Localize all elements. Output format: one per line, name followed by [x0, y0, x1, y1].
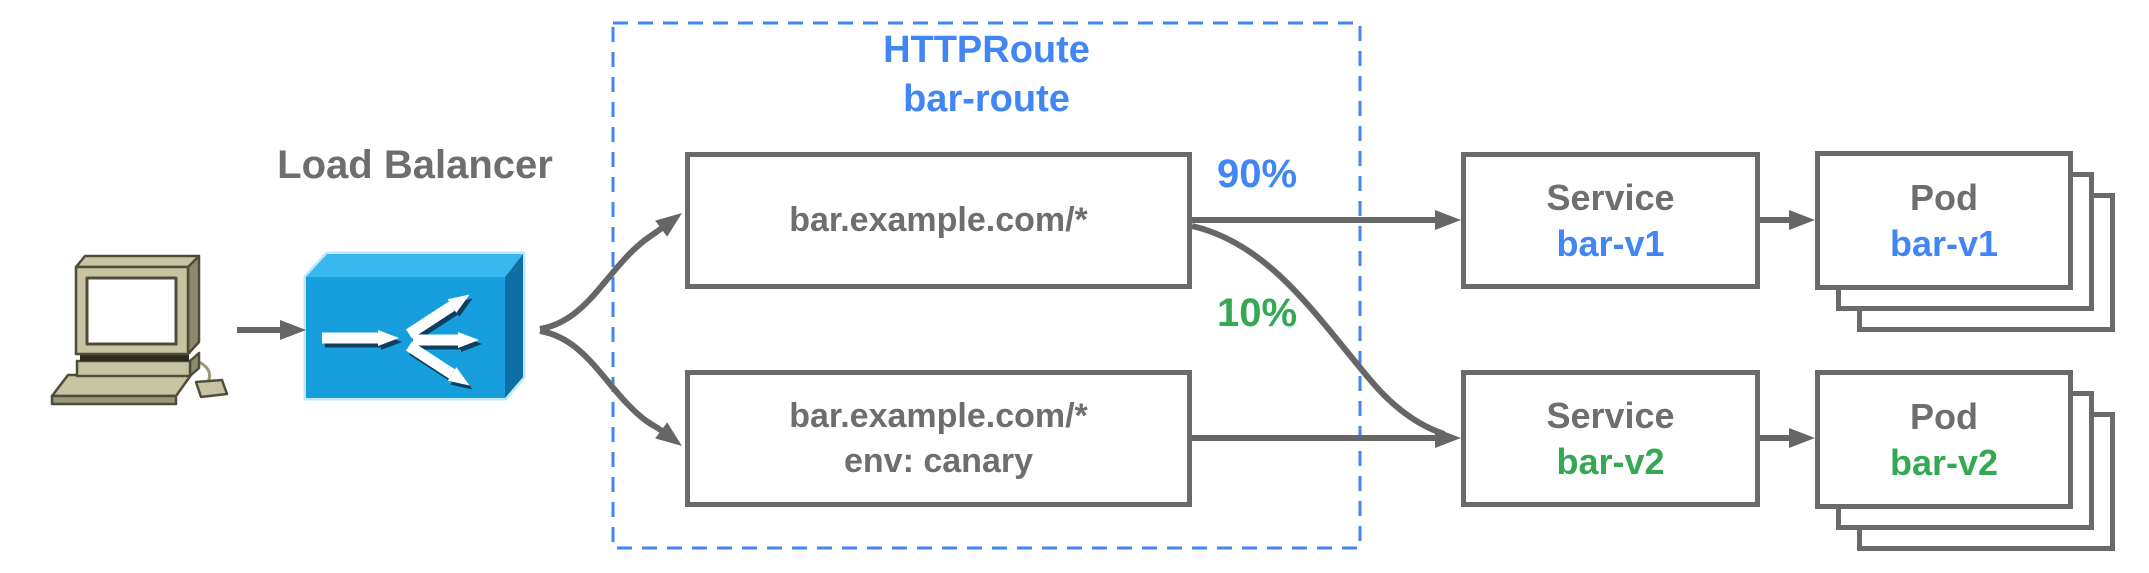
service-bar-v1-box: Service bar-v1	[1461, 152, 1760, 289]
route-rule-1-match: bar.example.com/*	[789, 201, 1088, 239]
route-rule-2-box: bar.example.com/* env: canary	[685, 370, 1192, 507]
route-rule-2-match: bar.example.com/*	[789, 396, 1088, 435]
weight-10-label: 10%	[1216, 291, 1298, 335]
load-balancer-label: Load Balancer	[277, 143, 553, 187]
httproute-dashed-boundary	[611, 21, 1362, 550]
service-bar-v1-name: bar-v1	[1556, 222, 1665, 264]
pod-bar-v2-kind: Pod	[1910, 395, 1978, 437]
desktop-computer-icon	[50, 254, 229, 406]
curve-rule1-to-service2-10pct	[1191, 223, 1445, 437]
route-rule-2-header-match: env: canary	[844, 441, 1033, 480]
pod-bar-v2-name: bar-v2	[1889, 441, 1999, 483]
arrow-lb-to-rule1	[539, 213, 683, 332]
httproute-title-kind: HTTPRoute	[883, 29, 1090, 71]
pod-bar-v1-box: Pod bar-v1	[1815, 151, 2073, 290]
pod-bar-v1-kind: Pod	[1910, 176, 1978, 218]
lb-arrows-glyph	[322, 294, 479, 386]
service-bar-v1-kind: Service	[1546, 176, 1675, 218]
arrow-lb-to-rule2	[539, 328, 683, 446]
service-bar-v2-name: bar-v2	[1556, 440, 1665, 482]
httproute-title-name: bar-route	[903, 78, 1070, 120]
route-rule-1-box: bar.example.com/*	[685, 152, 1192, 289]
service-bar-v2-kind: Service	[1546, 394, 1675, 436]
pod-bar-v1-stack: Pod bar-v1	[1815, 151, 2115, 332]
httproute-title: HTTPRoute bar-route	[613, 26, 1360, 124]
pod-bar-v1-name: bar-v1	[1889, 222, 1999, 264]
service-bar-v2-box: Service bar-v2	[1461, 370, 1760, 507]
pod-bar-v2-stack: Pod bar-v2	[1815, 370, 2115, 551]
load-balancer-icon	[303, 251, 526, 401]
pod-bar-v2-box: Pod bar-v2	[1815, 370, 2073, 509]
weight-90-label: 90%	[1216, 152, 1298, 196]
